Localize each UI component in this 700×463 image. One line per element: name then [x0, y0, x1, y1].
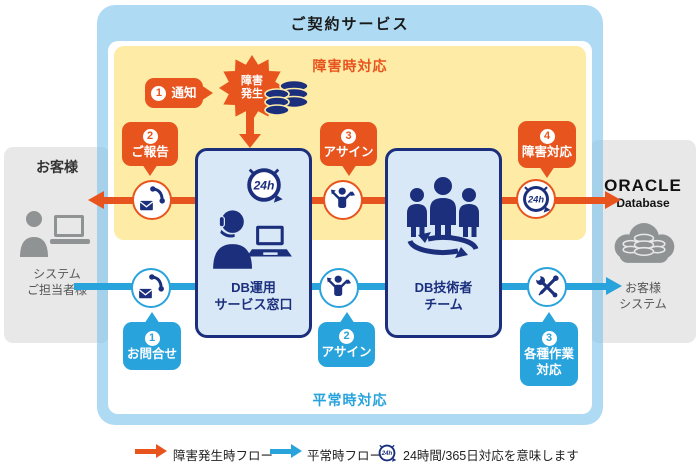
- legend-incident-arrowhead: [156, 444, 167, 458]
- svg-text:24h: 24h: [527, 194, 544, 204]
- customer-role-line2: ご担当者様: [26, 283, 87, 297]
- badge-notify: 1 通知: [145, 78, 213, 108]
- cloud-database-icon: [614, 223, 675, 263]
- work-tools-circle: [527, 267, 567, 307]
- inquiry-number: 1: [144, 330, 160, 346]
- burst-down-line: [246, 110, 254, 136]
- assign-label: アサイン: [321, 345, 372, 359]
- inquiry-label: お問合せ: [126, 346, 177, 361]
- normal-zone-label: 平常時対応: [312, 392, 388, 408]
- badge-report: 2 ご報告: [122, 122, 178, 176]
- assign-label: アサイン: [323, 144, 374, 159]
- badge-inquiry: 1 お問合せ: [123, 312, 181, 370]
- badge-tail: [338, 312, 355, 324]
- respond-number: 4: [539, 129, 555, 144]
- team-icon: [407, 177, 479, 258]
- legend-incident-line: [135, 449, 157, 454]
- badge-work: 3 各種作業 対応: [520, 312, 578, 386]
- svg-text:24h: 24h: [253, 178, 275, 192]
- oracle-box: ORACLE Database お客様 システム: [590, 140, 696, 343]
- phone-mail-icon: [139, 186, 165, 211]
- burst-line2: 発生: [241, 88, 263, 100]
- badge-tail: [539, 166, 555, 178]
- customer-role-line1: システム: [33, 267, 81, 281]
- engineer-team-box: DB技術者 チーム: [385, 148, 502, 338]
- engineer-team-line2: チーム: [424, 297, 463, 312]
- tools-icon: [535, 275, 559, 298]
- legend-normal-label: 平常時フロー: [307, 449, 383, 463]
- badge-respond: 4 障害対応: [518, 121, 576, 178]
- work-label-line1: 各種作業: [523, 346, 574, 361]
- work-label-line2: 対応: [536, 362, 562, 377]
- incident-zone-label: 障害時対応: [312, 58, 388, 74]
- badge-tail: [201, 85, 213, 101]
- incident-arrowhead-right: [605, 191, 621, 209]
- legend-normal-line: [270, 449, 292, 454]
- clock-24h-icon: 24h: [247, 168, 283, 203]
- badge-tail: [340, 164, 357, 176]
- assign-circle-bottom: [319, 268, 359, 308]
- service-desk-line2: サービス窓口: [214, 297, 293, 312]
- report-number: 2: [142, 128, 158, 144]
- report-label: ご報告: [131, 144, 169, 159]
- work-number: 3: [541, 330, 557, 346]
- legend-normal-arrowhead: [291, 444, 302, 458]
- customer-system-line2: システム: [619, 297, 667, 311]
- service-desk-line1: DB運用: [231, 280, 276, 295]
- badge-assign-incident: 3 アサイン: [320, 122, 377, 176]
- report-contact-circle: [132, 180, 172, 220]
- phone-mail-icon: [138, 274, 164, 299]
- customer-system-line1: お客様: [624, 281, 661, 295]
- respond-24h-circle: 24h: [516, 179, 556, 219]
- page-title: ご契約サービス: [290, 16, 410, 33]
- assign-person-icon: [327, 275, 351, 296]
- badge-tail: [541, 312, 557, 324]
- clock-24h-icon: 24h: [523, 186, 551, 213]
- failed-database-icon: [264, 79, 309, 116]
- legend-always-label: 24時間/365日対応を意味します: [403, 449, 579, 463]
- operator-icon: [213, 210, 292, 269]
- burst-line1: 障害: [241, 75, 263, 87]
- customer-person-laptop-icon: [20, 211, 90, 257]
- notify-number: 1: [151, 85, 167, 101]
- normal-arrowhead-right: [606, 277, 622, 295]
- assign-person-icon: [331, 187, 355, 208]
- respond-label: 障害対応: [521, 145, 572, 159]
- engineer-team-line1: DB技術者: [414, 280, 473, 295]
- notify-label: 通知: [171, 86, 197, 100]
- customer-box: お客様 システム ご担当者様: [4, 147, 110, 343]
- incident-arrowhead-left: [88, 191, 104, 209]
- customer-heading: お客様: [36, 159, 78, 175]
- database-label: Database: [616, 196, 670, 210]
- service-desk-box: 24h DB運用 サービス窓口: [195, 148, 312, 338]
- legend-incident-label: 障害発生時フロー: [173, 449, 274, 463]
- badge-tail: [144, 312, 160, 324]
- badge-tail: [142, 164, 158, 176]
- burst-arrowhead-down: [239, 134, 261, 148]
- assign-number: 2: [339, 329, 354, 344]
- svg-text:24h: 24h: [381, 451, 393, 457]
- oracle-label: ORACLE: [604, 176, 682, 195]
- assign-number: 3: [341, 128, 356, 144]
- inquiry-contact-circle: [131, 268, 171, 308]
- assign-circle-top: [323, 180, 363, 220]
- badge-assign-normal: 2 アサイン: [318, 312, 375, 367]
- clock-24h-icon: 24h: [378, 444, 397, 462]
